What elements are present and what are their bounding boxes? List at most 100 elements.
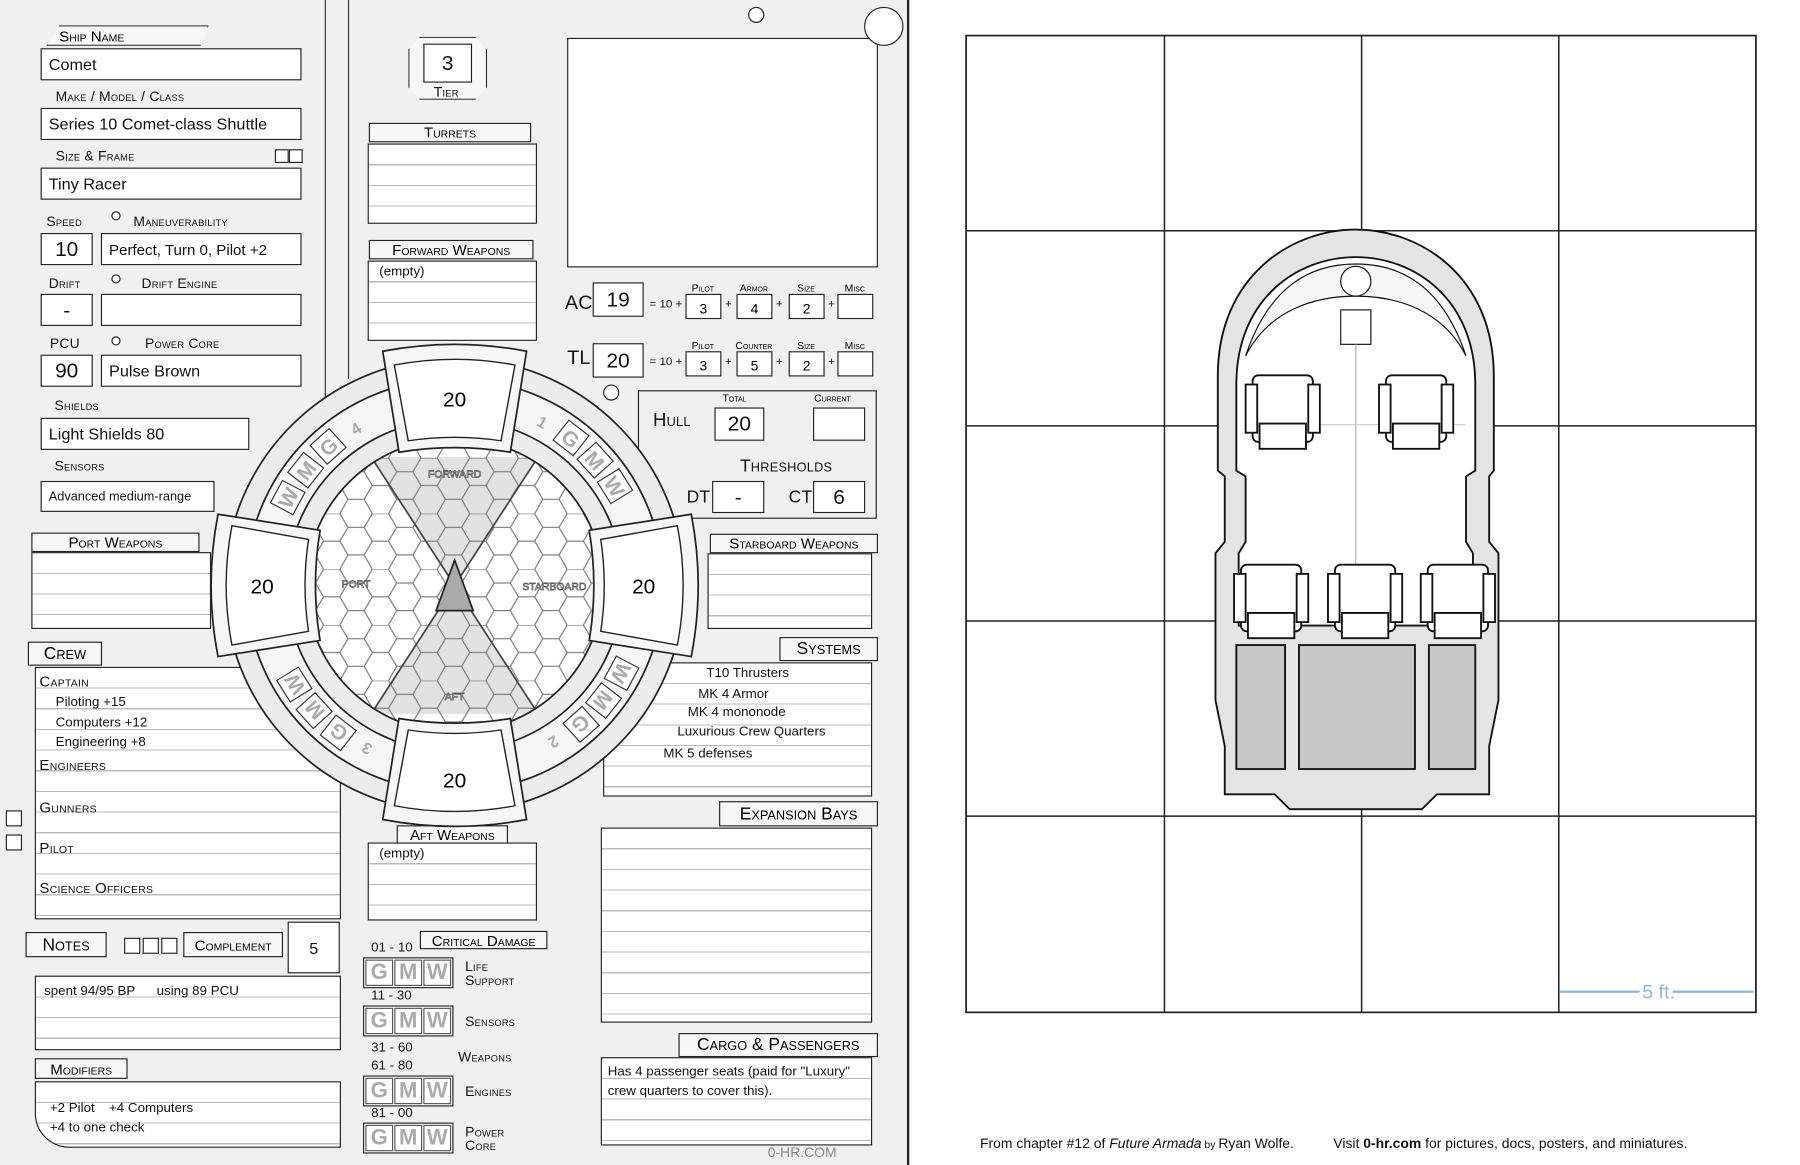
decor-circle	[864, 6, 904, 46]
tl-misc-field[interactable]	[837, 351, 874, 377]
crit-g-checkbox[interactable]: G	[365, 1077, 394, 1105]
size-checkbox-2[interactable]	[288, 149, 303, 163]
ship-name-field[interactable]: Comet	[40, 48, 302, 81]
tl-pilot-field[interactable]: 3	[685, 351, 722, 377]
ac-field[interactable]: 19	[592, 282, 644, 317]
seat-icon	[1244, 374, 1321, 450]
caption-site-link[interactable]: 0-hr.com	[1363, 1135, 1422, 1152]
complement-label: Complement	[183, 932, 283, 958]
cargo-area[interactable]	[600, 1057, 873, 1146]
notes-area[interactable]	[34, 975, 341, 1051]
power-core-label: Power Core	[144, 335, 220, 352]
crit-m-checkbox[interactable]: M	[394, 1124, 423, 1152]
crit-range: 01 - 10	[371, 941, 413, 955]
starboard-weapons-area[interactable]	[707, 553, 873, 629]
modifier-computers: +4 Computers	[109, 1101, 194, 1116]
crit-g-checkbox[interactable]: G	[365, 1007, 394, 1035]
maneuverability-label: Maneuverability	[133, 213, 228, 230]
crit-m-checkbox[interactable]: M	[394, 959, 423, 986]
shield-aft-box[interactable]	[381, 717, 528, 828]
hull-current-field[interactable]	[813, 407, 866, 441]
crit-system-label: Sensors	[465, 1013, 516, 1030]
aft-weapons-area[interactable]	[367, 842, 537, 921]
turrets-area[interactable]	[367, 143, 537, 224]
notes-checkbox-2[interactable]	[142, 937, 159, 954]
complement-field[interactable]: 5	[287, 921, 340, 974]
pcu-field[interactable]: 90	[40, 354, 93, 387]
size-frame-field[interactable]: Tiny Racer	[40, 167, 302, 200]
ct-field[interactable]: 6	[813, 480, 866, 514]
ac-armor-field[interactable]: 4	[736, 293, 773, 320]
frame-line	[347, 0, 350, 379]
modifiers-area[interactable]	[34, 1081, 341, 1148]
tl-counter-field[interactable]: 5	[736, 351, 773, 377]
ship-name-label: Ship Name	[46, 25, 209, 46]
side-checkbox-2[interactable]	[5, 834, 23, 851]
modifier-pilot: +2 Pilot	[49, 1101, 95, 1116]
drift-radio[interactable]	[111, 274, 121, 284]
notes-checkbox-3[interactable]	[161, 937, 178, 954]
crit-m-checkbox[interactable]: M	[394, 1007, 423, 1035]
arc-label-aft: AFT	[445, 692, 465, 703]
system-item: MK 4 mononode	[687, 705, 786, 720]
dt-field[interactable]: -	[712, 480, 765, 514]
quadrant-m-checkbox[interactable]: M	[584, 682, 623, 720]
system-item: T10 Thrusters	[706, 666, 790, 681]
shield-port-box[interactable]	[210, 513, 322, 658]
drift-engine-field[interactable]	[100, 293, 302, 326]
crit-w-checkbox[interactable]: W	[423, 959, 452, 986]
floor-plan-grid: 5 ft.	[965, 34, 1757, 1014]
ship-triangle-icon	[434, 557, 475, 612]
crit-g-checkbox[interactable]: G	[365, 959, 394, 986]
frame-line	[324, 0, 326, 402]
caption-visit: Visit	[1333, 1135, 1364, 1152]
dt-label: DT	[686, 487, 711, 508]
power-core-field[interactable]: Pulse Brown	[100, 354, 302, 387]
drift-field[interactable]: -	[40, 293, 93, 326]
sensors-field[interactable]: Advanced medium-range	[40, 480, 215, 512]
power-radio[interactable]	[111, 336, 121, 346]
crit-m-checkbox[interactable]: M	[394, 1077, 423, 1105]
crit-range: 61 - 80	[371, 1059, 413, 1074]
notes-checkbox-1[interactable]	[124, 937, 141, 954]
tl-size-field[interactable]: 2	[788, 351, 825, 377]
quadrant-w-checkbox[interactable]: W	[603, 655, 640, 692]
hull-total-label: Total	[722, 392, 747, 405]
shields-field[interactable]: Light Shields 80	[40, 417, 250, 450]
quadrant-g-checkbox[interactable]: G	[319, 714, 357, 752]
ac-misc-field[interactable]	[837, 293, 874, 320]
crit-g-checkbox[interactable]: G	[365, 1124, 394, 1152]
critical-damage-header: Critical Damage	[419, 930, 548, 950]
decor-circle	[748, 6, 765, 23]
crew-skill: Engineering +8	[55, 735, 146, 750]
ac-pilot-field[interactable]: 3	[685, 293, 722, 320]
sensors-label: Sensors	[54, 457, 105, 475]
size-checkbox-1[interactable]	[274, 149, 289, 163]
hull-current-label: Current	[814, 392, 851, 405]
crit-w-checkbox[interactable]: W	[423, 1007, 452, 1035]
make-model-field[interactable]: Series 10 Comet-class Shuttle	[40, 107, 302, 141]
shield-forward-box[interactable]	[381, 343, 528, 454]
hull-total-field[interactable]: 20	[714, 407, 765, 441]
notes-pcu: using 89 PCU	[156, 984, 239, 999]
forward-weapons-area[interactable]	[367, 260, 537, 341]
forward-weapons-header: Forward Weapons	[368, 239, 534, 260]
quadrant-g-checkbox[interactable]: G	[552, 419, 590, 457]
side-checkbox-1[interactable]	[5, 810, 23, 827]
maneuverability-field[interactable]: Perfect, Turn 0, Pilot +2	[100, 233, 302, 266]
speed-field[interactable]: 10	[40, 233, 93, 266]
expansion-bays-area[interactable]	[600, 827, 873, 1023]
crit-w-checkbox[interactable]: W	[423, 1077, 452, 1105]
maneuver-radio[interactable]	[111, 211, 121, 221]
port-weapons-area[interactable]	[31, 552, 212, 629]
shield-starboard-box[interactable]	[588, 513, 700, 658]
tl-field[interactable]: 20	[592, 343, 644, 378]
crit-w-checkbox[interactable]: W	[423, 1124, 452, 1152]
ac-size-field[interactable]: 2	[788, 293, 825, 320]
quadrant-w-checkbox[interactable]: W	[269, 479, 306, 516]
tier-field[interactable]: 3	[423, 43, 473, 83]
ac-size-label: Size	[797, 282, 815, 294]
crit-system-label: Power Core	[465, 1123, 505, 1154]
